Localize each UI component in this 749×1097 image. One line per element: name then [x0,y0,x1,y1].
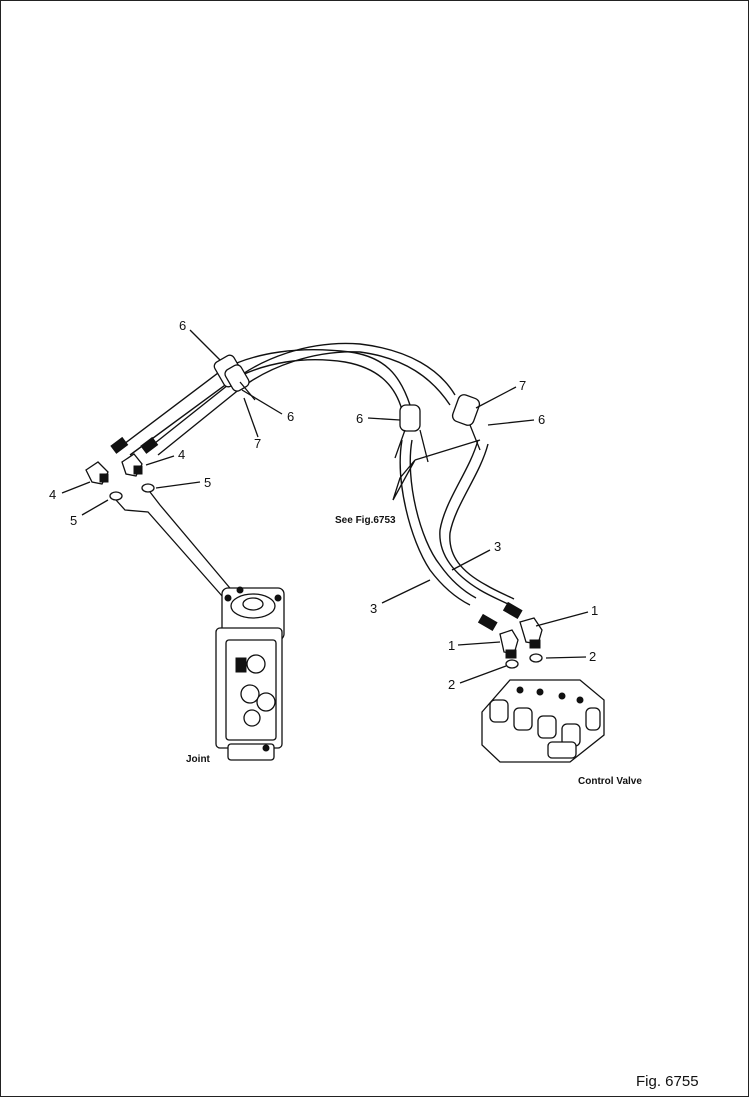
clamps-center [394,394,481,463]
label-3: 3 [494,539,501,554]
swivel-joint [215,586,285,761]
label-4: 4 [49,487,56,502]
label-4: 4 [178,447,185,462]
hose-ends-right [477,601,523,632]
label-1: 1 [448,638,455,653]
part-labels: 6 6 6 6 7 7 4 4 5 5 3 3 1 1 2 2 [49,318,598,692]
hose-lower-right [399,439,515,606]
label-2: 2 [589,649,596,664]
label-7: 7 [519,378,526,393]
control-valve [481,679,605,763]
leader-lines [61,329,589,684]
control-valve-caption: Control Valve [578,776,642,787]
guide-lines-left [115,491,241,606]
elbow-fittings-right [499,617,543,669]
label-7: 7 [254,436,261,451]
elbow-fittings-left [85,453,155,501]
label-1: 1 [591,603,598,618]
label-6: 6 [356,411,363,426]
label-3: 3 [370,601,377,616]
see-fig-pointer [392,439,481,501]
label-2: 2 [448,677,455,692]
see-fig-caption: See Fig.6753 [335,515,396,526]
label-6: 6 [179,318,186,333]
label-6: 6 [287,409,294,424]
figure-number: Fig. 6755 [636,1073,699,1090]
label-5: 5 [70,513,77,528]
swivel-joint-caption: Joint [186,754,211,765]
label-6: 6 [538,412,545,427]
label-5: 5 [204,475,211,490]
hose-ends-left [110,436,159,454]
hose-upper-left [119,342,456,456]
